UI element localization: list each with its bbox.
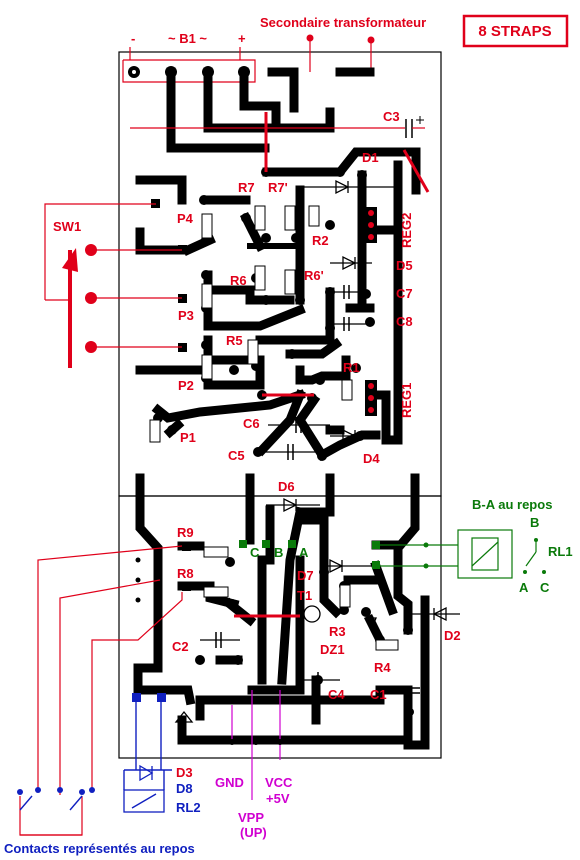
label-r7: R7 [238, 180, 255, 195]
bridge-plus: + [238, 31, 246, 46]
label-vcc-sub: +5V [266, 791, 290, 806]
label-r1: R1 [343, 360, 360, 375]
upper-tracks [135, 67, 421, 505]
badge-text: 8 STRAPS [478, 23, 551, 40]
label-d6: D6 [278, 479, 295, 494]
label-a: A [299, 545, 309, 560]
lower-labels: D6 C B A R9 R8 D7 T1 R3 D2 C2 DZ1 R4 C4 … [172, 479, 461, 702]
contact-wires [17, 545, 183, 836]
label-c2: C2 [172, 639, 189, 654]
label-c1: C1 [370, 687, 387, 702]
lower-components [174, 497, 460, 723]
label-d4: D4 [363, 451, 380, 466]
label-c8: C8 [396, 314, 413, 329]
badge: 8 STRAPS [462, 14, 569, 48]
bridge-b1 [128, 66, 250, 78]
label-reg1: REG1 [399, 383, 414, 418]
upper-pads [151, 167, 377, 461]
label-p2: P2 [178, 378, 194, 393]
relay-rl2: D3 D8 RL2 [123, 702, 201, 815]
label-c6: C6 [243, 416, 260, 431]
label-c3: C3 [383, 109, 400, 124]
label-r9: R9 [177, 525, 194, 540]
label-reg2: REG2 [399, 213, 414, 248]
label-vpp-sub: (UP) [240, 825, 267, 840]
label-p4: P4 [177, 211, 194, 226]
label-sw1: SW1 [53, 219, 81, 234]
label-r6p: R6' [304, 268, 324, 283]
upper-labels: C3 D1 R7 R7' REG2 P4 R2 D5 R6 R6' C7 P3 … [177, 109, 414, 466]
label-r3: R3 [329, 624, 346, 639]
label-d1: D1 [362, 150, 379, 165]
label-d7: D7 [297, 568, 314, 583]
label-d8: D8 [176, 781, 193, 796]
transformer-wires [122, 34, 375, 83]
label-d3: D3 [176, 765, 193, 780]
label-r7p: R7' [268, 180, 288, 195]
label-rl1: RL1 [548, 544, 573, 559]
footer-caption: Contacts représentés au repos [4, 841, 195, 856]
label-d5: D5 [396, 258, 413, 273]
label-r5: R5 [226, 333, 243, 348]
label-relay-b: B [530, 515, 539, 530]
relay-rl1: B-A au repos B A C RL1 [376, 497, 573, 595]
label-p1: P1 [180, 430, 196, 445]
label-p3: P3 [178, 308, 194, 323]
label-dz1: DZ1 [320, 642, 345, 657]
label-r6: R6 [230, 273, 247, 288]
power-leads: GND VPP (UP) VCC +5V [215, 690, 293, 840]
label-r4: R4 [374, 660, 391, 675]
transformer-title: Secondaire transformateur [260, 15, 426, 30]
label-b: B [274, 545, 283, 560]
upper-components [130, 112, 430, 460]
bridge-minus: - [131, 31, 135, 46]
label-c4: C4 [328, 687, 345, 702]
label-bapos: B-A au repos [472, 497, 552, 512]
label-vcc: VCC [265, 775, 293, 790]
label-gnd: GND [215, 775, 244, 790]
label-r8: R8 [177, 566, 194, 581]
label-t1: T1 [297, 588, 312, 603]
label-relay-a: A [519, 580, 529, 595]
label-r2: R2 [312, 233, 329, 248]
label-vpp: VPP [238, 810, 264, 825]
label-d2: D2 [444, 628, 461, 643]
switch-sw1: SW1 [44, 203, 182, 368]
bridge-label: ~ B1 ~ [168, 31, 207, 46]
label-c: C [250, 545, 260, 560]
label-rl2: RL2 [176, 800, 201, 815]
label-c5: C5 [228, 448, 245, 463]
label-c7: C7 [396, 286, 413, 301]
label-relay-c: C [540, 580, 550, 595]
